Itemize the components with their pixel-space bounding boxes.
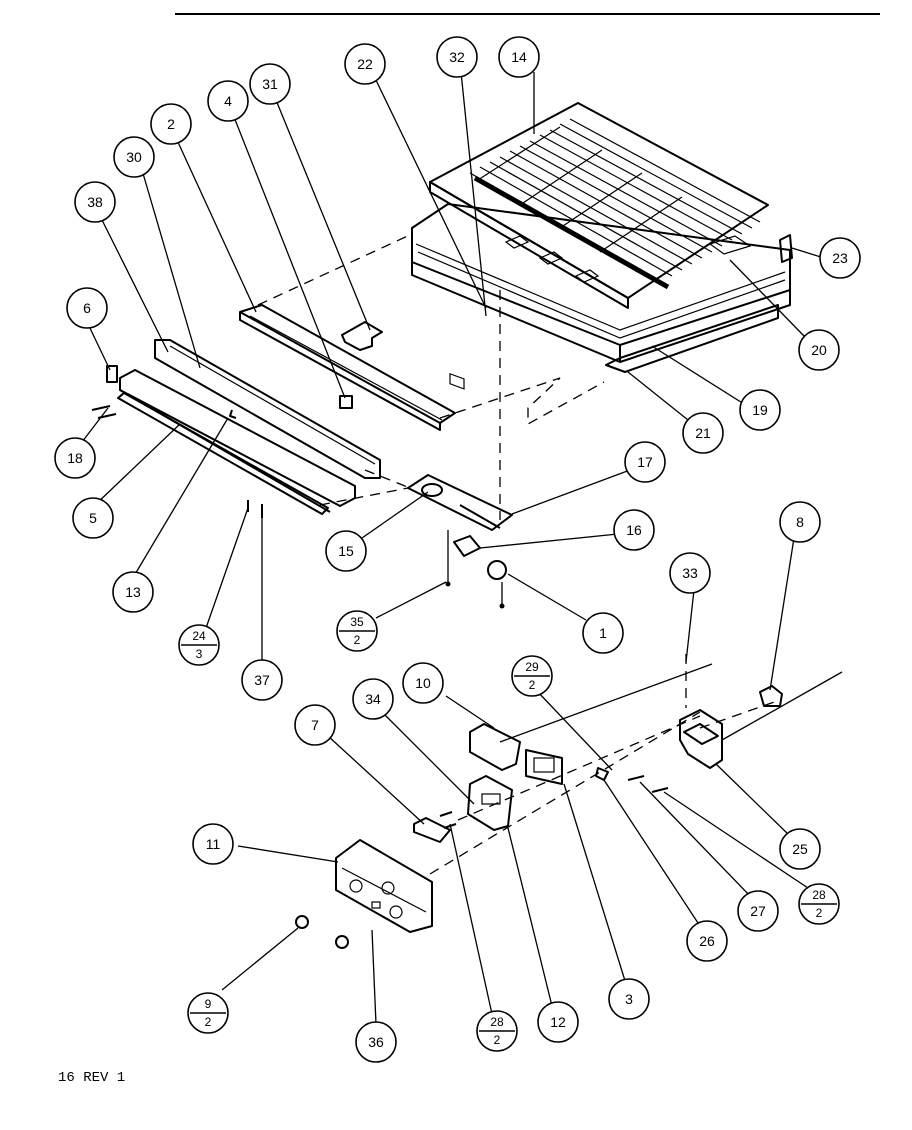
callout-2: 2 (150, 103, 192, 145)
callout-34-label: 34 (365, 691, 381, 707)
callout-28-2-right-den: 2 (816, 906, 823, 920)
callout-21: 21 (682, 412, 724, 454)
callout-17: 17 (624, 441, 666, 483)
callout-26: 26 (686, 920, 728, 962)
callout-29-2-num: 29 (525, 660, 539, 674)
callout-23: 23 (819, 237, 861, 279)
callout-11-label: 11 (206, 836, 221, 852)
callout-33-label: 33 (682, 565, 698, 581)
callout-26-label: 26 (699, 933, 715, 949)
callout-20-label: 20 (811, 342, 827, 358)
callout-35-2: 35 2 (336, 610, 378, 652)
callout-4: 4 (207, 80, 249, 122)
callout-37-label: 37 (254, 672, 270, 688)
alignment-lines (257, 233, 843, 875)
shelf-assembly (411, 102, 793, 390)
callout-25-label: 25 (792, 841, 808, 857)
callout-24-3-den: 3 (196, 647, 203, 661)
callout-29-2: 29 2 (511, 655, 553, 697)
callout-22: 22 (344, 43, 386, 85)
callout-18: 18 (54, 437, 96, 479)
callout-1: 1 (582, 612, 624, 654)
callout-16-label: 16 (626, 522, 642, 538)
callout-22-label: 22 (357, 56, 373, 72)
callout-13-label: 13 (125, 584, 141, 600)
callout-16: 16 (613, 509, 655, 551)
callout-36: 36 (355, 1021, 397, 1063)
leader-lines (81, 71, 825, 1025)
callout-2-label: 2 (167, 116, 175, 132)
callout-34: 34 (352, 678, 394, 720)
callout-9-2-den: 2 (205, 1015, 212, 1029)
callout-28-2-right-num: 28 (812, 888, 826, 902)
callout-7: 7 (294, 704, 336, 746)
callout-10-label: 10 (415, 675, 431, 691)
callout-36-label: 36 (368, 1034, 384, 1050)
callout-38: 38 (74, 181, 116, 223)
callout-21-label: 21 (695, 425, 711, 441)
callout-32: 32 (436, 36, 478, 78)
callout-8: 8 (779, 501, 821, 543)
callout-4-label: 4 (224, 93, 232, 109)
rail-assembly (91, 304, 456, 518)
callout-37: 37 (241, 659, 283, 701)
callout-27: 27 (737, 890, 779, 932)
callout-38-label: 38 (87, 194, 103, 210)
callout-12-label: 12 (550, 1014, 566, 1030)
callout-25: 25 (779, 828, 821, 870)
callout-3-label: 3 (625, 991, 633, 1007)
callout-5-label: 5 (89, 510, 97, 526)
callout-33: 33 (669, 552, 711, 594)
control-assembly (295, 685, 783, 949)
callout-9-2-num: 9 (205, 997, 212, 1011)
callout-28-2-bottom-num: 28 (490, 1015, 504, 1029)
callout-15: 15 (325, 530, 367, 572)
callout-18-label: 18 (67, 450, 83, 466)
callout-5: 5 (72, 497, 114, 539)
callout-9-2: 9 2 (187, 992, 229, 1034)
callout-17-label: 17 (637, 454, 653, 470)
callout-10: 10 (402, 662, 444, 704)
callout-20: 20 (798, 329, 840, 371)
callout-7-label: 7 (311, 717, 319, 733)
callout-28-2-bottom: 28 2 (476, 1010, 518, 1052)
callout-23-label: 23 (832, 250, 848, 266)
callout-35-2-num: 35 (350, 615, 364, 629)
callout-28-2-bottom-den: 2 (494, 1033, 501, 1047)
callout-30-label: 30 (126, 149, 142, 165)
callout-30: 30 (113, 136, 155, 178)
callout-24-3-num: 24 (192, 629, 206, 643)
callout-8-label: 8 (796, 514, 804, 530)
callout-32-label: 32 (449, 49, 465, 65)
callout-6-label: 6 (83, 300, 91, 316)
callout-6: 6 (66, 287, 108, 329)
callout-14-label: 14 (511, 49, 527, 65)
callout-24-3: 24 3 (178, 624, 220, 666)
revision-label: 16 REV 1 (58, 1070, 125, 1086)
callout-28-2-right: 28 2 (798, 883, 840, 925)
callout-27-label: 27 (750, 903, 766, 919)
callout-19: 19 (739, 389, 781, 431)
callout-13: 13 (112, 571, 154, 613)
callout-14: 14 (498, 36, 540, 78)
callout-1-label: 1 (599, 625, 607, 641)
callout-31: 31 (249, 63, 291, 105)
callout-12: 12 (537, 1001, 579, 1043)
callout-19-label: 19 (752, 402, 768, 418)
callout-11: 11 (192, 823, 234, 865)
callout-31-label: 31 (262, 76, 278, 92)
callout-3: 3 (608, 978, 650, 1020)
callout-35-2-den: 2 (354, 633, 361, 647)
callout-15-label: 15 (338, 543, 354, 559)
callout-29-2-den: 2 (529, 678, 536, 692)
